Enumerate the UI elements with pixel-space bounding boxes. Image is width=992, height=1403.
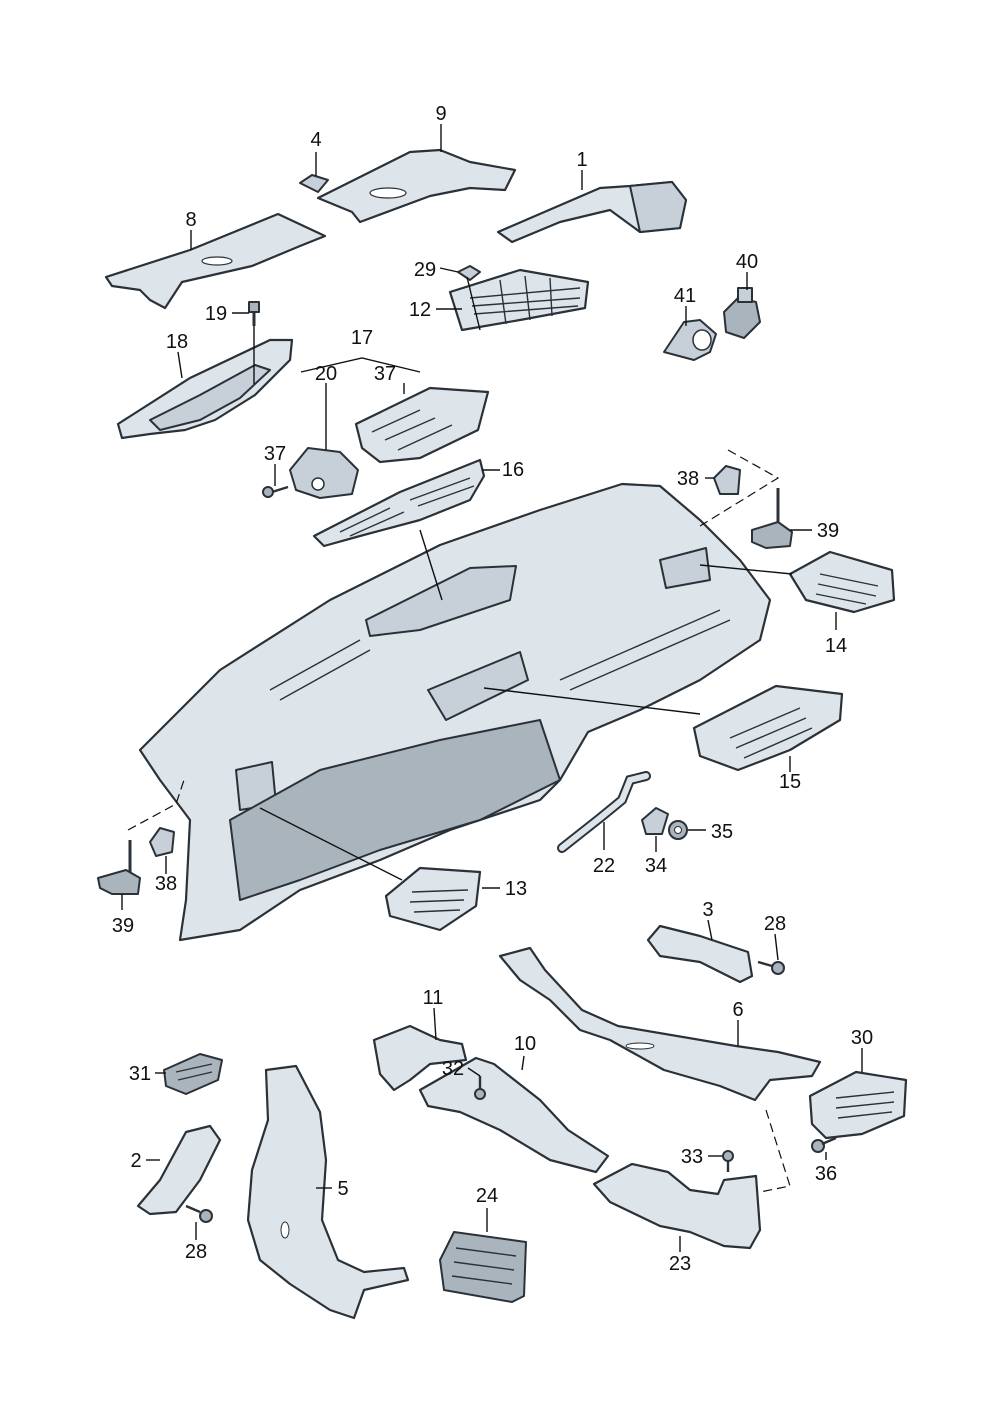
label-part-29: 29 bbox=[414, 259, 436, 281]
part-33-screw bbox=[722, 1150, 734, 1172]
label-part-30: 30 bbox=[851, 1027, 873, 1049]
label-part-8: 8 bbox=[185, 209, 196, 231]
part-31-small-vent bbox=[163, 1053, 223, 1095]
part-38-right-clip bbox=[713, 465, 741, 495]
part-30-rear-vent bbox=[808, 1070, 908, 1140]
part-19-screw bbox=[248, 301, 260, 326]
label-part-34: 34 bbox=[645, 855, 667, 877]
label-part-18: 18 bbox=[166, 331, 188, 353]
part-37-screw bbox=[262, 485, 289, 498]
label-part-36: 36 bbox=[815, 1163, 837, 1185]
part-5-duct bbox=[246, 1064, 410, 1320]
part-39-left-bolt bbox=[97, 840, 141, 895]
label-part-28-left: 28 bbox=[185, 1241, 207, 1263]
label-part-38-left: 38 bbox=[155, 873, 177, 895]
label-part-28-right: 28 bbox=[764, 913, 786, 935]
part-38-left-clip bbox=[149, 827, 175, 857]
part-6-floor-duct bbox=[498, 946, 822, 1102]
label-part-37-lower: 37 bbox=[264, 443, 286, 465]
part-8-cover-strip bbox=[104, 212, 327, 310]
label-part-2: 2 bbox=[130, 1150, 141, 1172]
label-part-38-right: 38 bbox=[677, 468, 699, 490]
label-part-24: 24 bbox=[476, 1185, 498, 1207]
part-32-screw bbox=[474, 1076, 486, 1100]
label-part-35: 35 bbox=[711, 821, 733, 843]
label-part-6: 6 bbox=[732, 999, 743, 1021]
label-part-17: 17 bbox=[351, 327, 373, 349]
label-part-15: 15 bbox=[779, 771, 801, 793]
part-4-clip bbox=[299, 174, 329, 193]
part-2-duct bbox=[136, 1124, 222, 1216]
dashed-guide-lines bbox=[127, 449, 791, 1193]
label-part-39-left: 39 bbox=[112, 915, 134, 937]
label-part-22: 22 bbox=[593, 855, 615, 877]
part-40-sensor bbox=[723, 287, 761, 339]
part-24-grille bbox=[439, 1231, 527, 1303]
part-22-hose bbox=[557, 771, 651, 853]
label-part-37-upper: 37 bbox=[374, 363, 396, 385]
part-3-bracket bbox=[646, 924, 754, 984]
part-12-speaker-grille bbox=[448, 268, 590, 332]
leader-lines bbox=[121, 124, 863, 1252]
label-part-31: 31 bbox=[129, 1063, 151, 1085]
part-1-duct-cover bbox=[496, 180, 688, 244]
label-part-40: 40 bbox=[736, 251, 758, 273]
part-14-vent bbox=[788, 550, 896, 614]
label-part-32: 32 bbox=[442, 1058, 464, 1080]
part-28-left-screw bbox=[185, 1204, 213, 1223]
label-part-14: 14 bbox=[825, 635, 847, 657]
label-part-16: 16 bbox=[502, 459, 524, 481]
label-part-39-right: 39 bbox=[817, 520, 839, 542]
label-part-9: 9 bbox=[435, 103, 446, 125]
label-part-41: 41 bbox=[674, 285, 696, 307]
part-23-floor-duct bbox=[592, 1162, 762, 1250]
label-part-12: 12 bbox=[409, 299, 431, 321]
label-part-4: 4 bbox=[310, 129, 321, 151]
part-11-duct bbox=[372, 1024, 468, 1092]
dashboard-body bbox=[138, 482, 772, 942]
label-part-5: 5 bbox=[337, 1178, 348, 1200]
label-part-11: 11 bbox=[423, 987, 444, 1009]
part-28-right-screw bbox=[757, 960, 785, 975]
part-16-vent-panel bbox=[312, 458, 486, 548]
part-13-vent bbox=[384, 866, 482, 932]
label-part-10: 10 bbox=[514, 1033, 536, 1055]
label-part-3: 3 bbox=[702, 899, 713, 921]
label-part-23: 23 bbox=[669, 1253, 691, 1275]
part-37-distributor bbox=[354, 386, 490, 464]
part-29-clip bbox=[457, 265, 481, 281]
part-20-actuator bbox=[289, 447, 359, 499]
label-part-20: 20 bbox=[315, 363, 337, 385]
callout-labels: 4 9 1 8 29 40 12 41 19 18 17 20 37 37 16… bbox=[112, 103, 873, 1275]
part-39-right-bolt bbox=[751, 488, 793, 549]
label-part-19: 19 bbox=[205, 303, 227, 325]
part-34-fitting bbox=[641, 807, 669, 835]
part-9-cover-strip bbox=[316, 148, 517, 224]
part-36-screw bbox=[811, 1136, 837, 1153]
part-41-holder bbox=[663, 319, 717, 361]
part-18-duct bbox=[116, 338, 294, 440]
label-part-13: 13 bbox=[505, 878, 527, 900]
part-15-vent bbox=[692, 684, 844, 772]
label-part-1: 1 bbox=[576, 149, 587, 171]
part-10-duct bbox=[418, 1056, 610, 1174]
part-35-nut bbox=[668, 820, 688, 840]
label-part-33: 33 bbox=[681, 1146, 703, 1168]
